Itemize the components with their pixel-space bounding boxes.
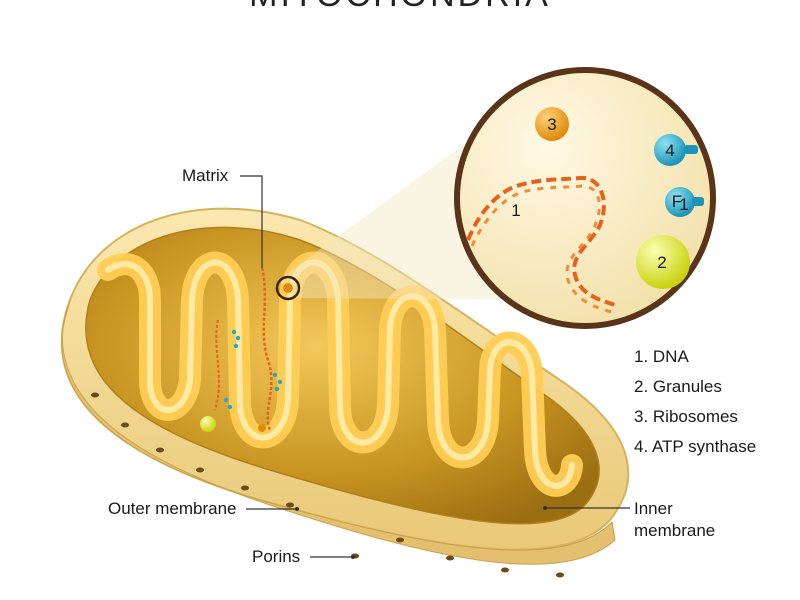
zoom-inset: 3 4 F 1 2 1 xyxy=(454,67,716,329)
zoom-granule xyxy=(636,235,690,289)
porins-group xyxy=(91,392,564,578)
label-matrix: Matrix xyxy=(182,166,229,185)
matrix-granule xyxy=(200,416,216,432)
zoom-marker-granule: 2 xyxy=(657,253,666,272)
matrix-dna-2 xyxy=(214,319,220,411)
legend: 1. DNA 2. Granules 3. Ribosomes 4. ATP s… xyxy=(634,342,756,462)
zoom-dna-strand-b xyxy=(470,184,613,314)
label-porins: Porins xyxy=(252,547,300,566)
outer-membrane-wall xyxy=(61,299,616,565)
matrix-ribosome xyxy=(258,424,266,432)
zoom-ribosome xyxy=(535,107,569,141)
label-outer-membrane: Outer membrane xyxy=(108,499,237,518)
leader-lines xyxy=(240,175,630,559)
legend-item-ribosomes: 3. Ribosomes xyxy=(634,407,738,426)
zoom-marker-dna: 1 xyxy=(511,201,520,220)
zoom-f1-subunit xyxy=(665,187,695,217)
zoom-marker-f1: F xyxy=(672,192,682,211)
diagram-title: MITOCHONDRIA xyxy=(0,0,800,15)
zoom-atp-synthase-stalk xyxy=(684,145,698,154)
zoom-f1-stalk xyxy=(692,197,704,206)
legend-item-granules: 2. Granules xyxy=(634,377,722,396)
zoom-marker-atp-synthase: 4 xyxy=(665,141,674,160)
mitochondrion-body xyxy=(60,207,630,578)
matrix-dna xyxy=(260,267,273,431)
zoom-marker-ribosome: 3 xyxy=(547,115,556,134)
atp-synthase-dots xyxy=(223,329,283,410)
label-inner-membrane-line1: Inner xyxy=(634,499,673,518)
zoom-source-ribosome xyxy=(283,283,293,293)
legend-item-dna: 1. DNA xyxy=(634,347,689,366)
cristae-highlight xyxy=(105,259,575,489)
label-inner-membrane-line2: membrane xyxy=(634,521,715,540)
zoom-marker-f1-sub: 1 xyxy=(679,195,688,214)
zoom-atp-synthase xyxy=(654,134,686,166)
zoom-source-ring xyxy=(275,275,301,301)
zoom-dna-strand-a xyxy=(466,175,616,307)
leader-matrix xyxy=(240,175,263,268)
legend-item-atp-synthase: 4. ATP synthase xyxy=(634,437,757,456)
